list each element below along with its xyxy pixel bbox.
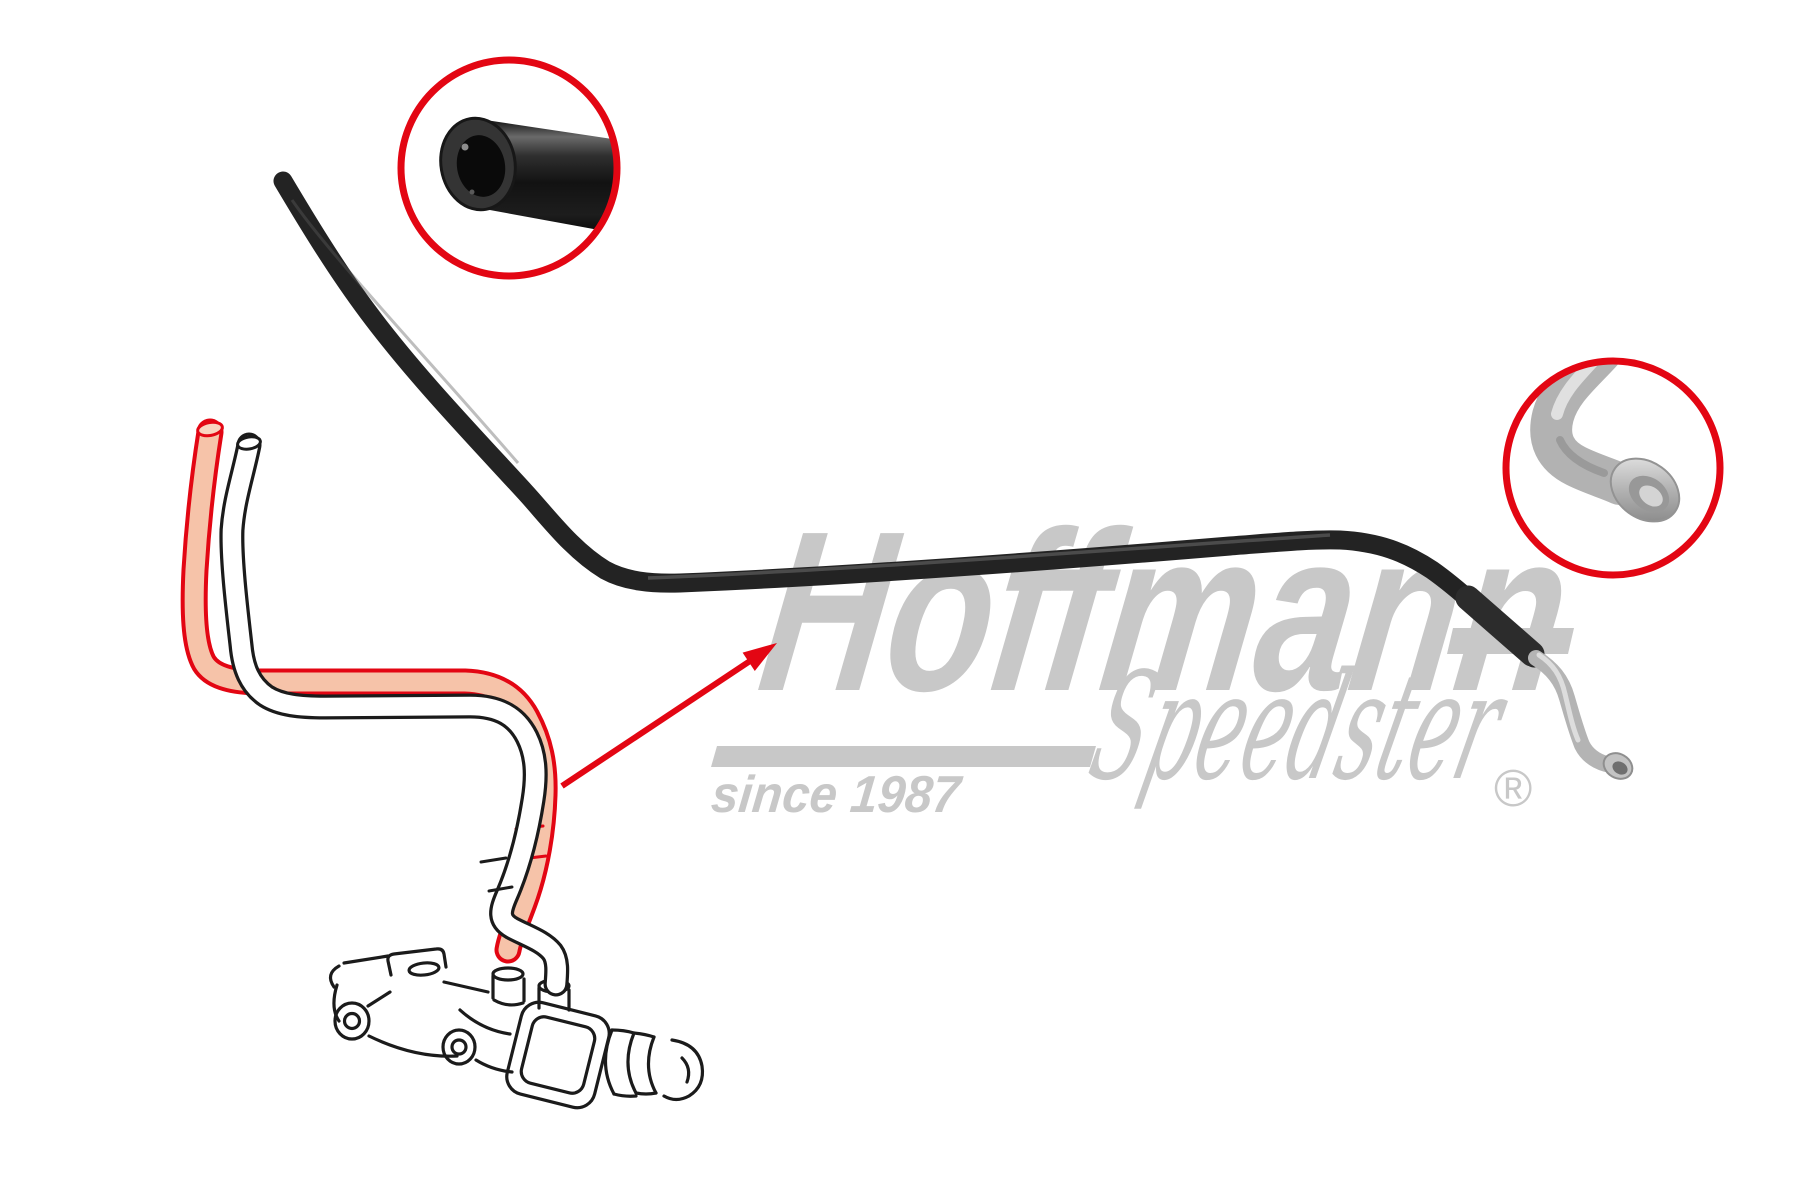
callout-circle-right — [1502, 357, 1724, 579]
detail-metal-tube-highlight — [1551, 364, 1604, 420]
sketch-flange-inner — [519, 1015, 597, 1095]
product-tube — [273, 171, 1544, 668]
watermark-brand-name: Hoffmann — [748, 484, 1584, 739]
detail-metal-tube-shade — [1556, 436, 1608, 477]
sketch-bellows — [603, 1028, 658, 1096]
sketch-stroke — [367, 1034, 459, 1058]
sketch-stroke — [386, 947, 448, 977]
sketch-reservoir-opening — [407, 961, 441, 977]
product-metal-flare-opening — [1612, 761, 1628, 775]
sketch-port1 — [491, 974, 526, 1007]
sketch-mid-boss — [441, 1028, 477, 1066]
sketch-stroke — [332, 983, 341, 1023]
watermark-tagline: since 1987 — [709, 766, 966, 824]
brand-watermark: Hoffmann Speedster ® since 1987 — [709, 484, 1584, 824]
detail-flare-opening — [1639, 485, 1663, 507]
outline-line-fill — [222, 435, 567, 994]
callout-top-left-content — [439, 116, 614, 236]
arrow-head — [742, 643, 777, 671]
product-tube-photo — [273, 171, 1634, 780]
detail-tube-endcap-hollow — [456, 135, 506, 197]
highlight-line-open-end — [196, 420, 224, 438]
arrow-shaft — [560, 658, 752, 789]
master-cylinder-sketch — [328, 947, 705, 1110]
sketch-dome — [662, 1038, 705, 1102]
detail-tube-speck — [461, 143, 469, 151]
watermark-brand-script: Speedster — [1076, 642, 1523, 813]
callout-top-left — [397, 56, 621, 280]
watermark-underline-bar — [711, 746, 1096, 767]
product-tube-highlight-steep — [290, 199, 520, 464]
callout-circle-top-left — [397, 56, 621, 280]
sketch-left-boss-hole — [342, 1011, 362, 1031]
product-metal-highlight — [1536, 652, 1581, 743]
sketch-port1-top — [491, 966, 525, 982]
sketch-port2 — [537, 986, 571, 1012]
diagram-outline-line — [219, 432, 570, 997]
sketch-dome-inner — [680, 1056, 691, 1084]
sketch-stroke — [458, 1008, 512, 1036]
sketch-stroke — [342, 954, 390, 965]
arrow-annotation — [560, 643, 777, 789]
sketch-mid-boss-hole — [450, 1038, 468, 1056]
registered-trademark-icon: ® — [1494, 760, 1532, 818]
detail-tube-speck2 — [469, 189, 475, 195]
sketch-stroke — [366, 990, 392, 1008]
sketch-flange-outer — [505, 1000, 611, 1110]
outline-line-open-end — [236, 435, 262, 451]
callout-right-content — [1530, 364, 1681, 523]
sketch-bellows-joins — [610, 1028, 658, 1098]
sketch-stroke — [442, 980, 490, 994]
callout-right — [1502, 357, 1724, 579]
sketch-left-boss — [333, 1001, 371, 1041]
highlight-line-fill — [184, 422, 554, 960]
sketch-stroke — [328, 964, 341, 989]
outline-line-ticks — [479, 856, 514, 893]
product-tube-sleeve — [1455, 585, 1545, 667]
product-tube-highlight — [647, 533, 1331, 580]
